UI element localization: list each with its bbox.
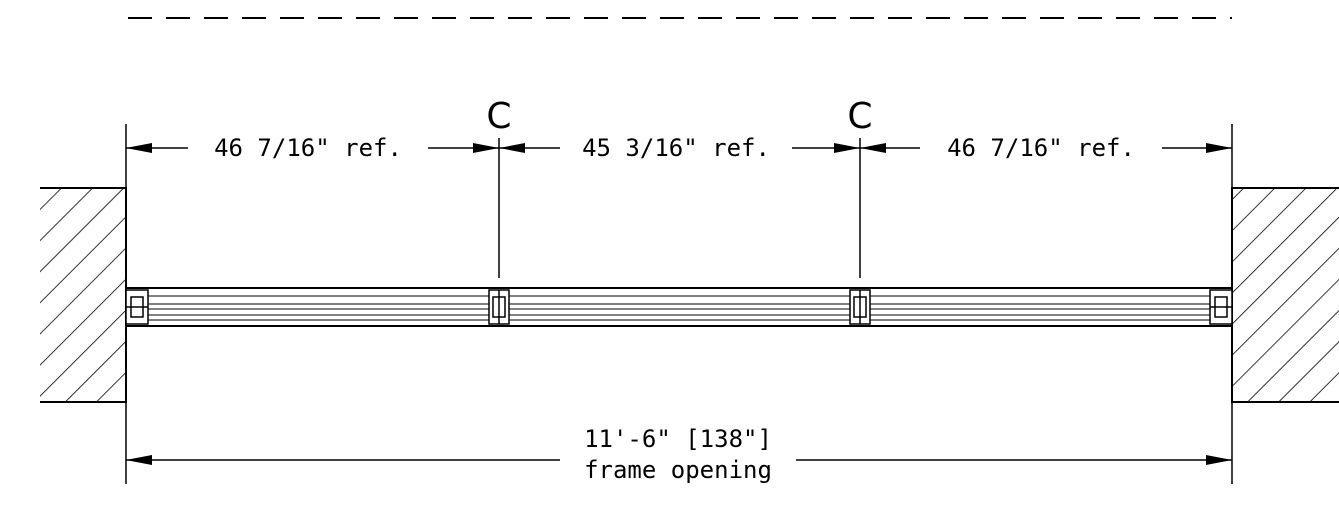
right-panel-dimension: 46 7/16" ref.: [947, 134, 1135, 162]
door-frame: [125, 287, 1233, 327]
left-jamb: [125, 289, 149, 325]
centerline-mark-left: C: [486, 96, 511, 137]
extension-lines: [125, 124, 1233, 484]
left-mullion: [488, 289, 510, 325]
right-wall: [1231, 187, 1339, 403]
overall-dimension-line: [126, 455, 1232, 465]
right-mullion: [849, 289, 871, 325]
left-panel-dimension: 46 7/16" ref.: [214, 134, 402, 162]
overall-dimension-value: 11'-6" [138"]: [584, 425, 772, 453]
overall-dimension-label: frame opening: [584, 456, 772, 484]
centerline-mark-right: C: [847, 96, 872, 137]
center-panel-dimension: 45 3/16" ref.: [582, 134, 770, 162]
top-dimension-lines: [126, 143, 1232, 153]
left-wall: [40, 187, 127, 403]
right-jamb: [1209, 289, 1233, 325]
